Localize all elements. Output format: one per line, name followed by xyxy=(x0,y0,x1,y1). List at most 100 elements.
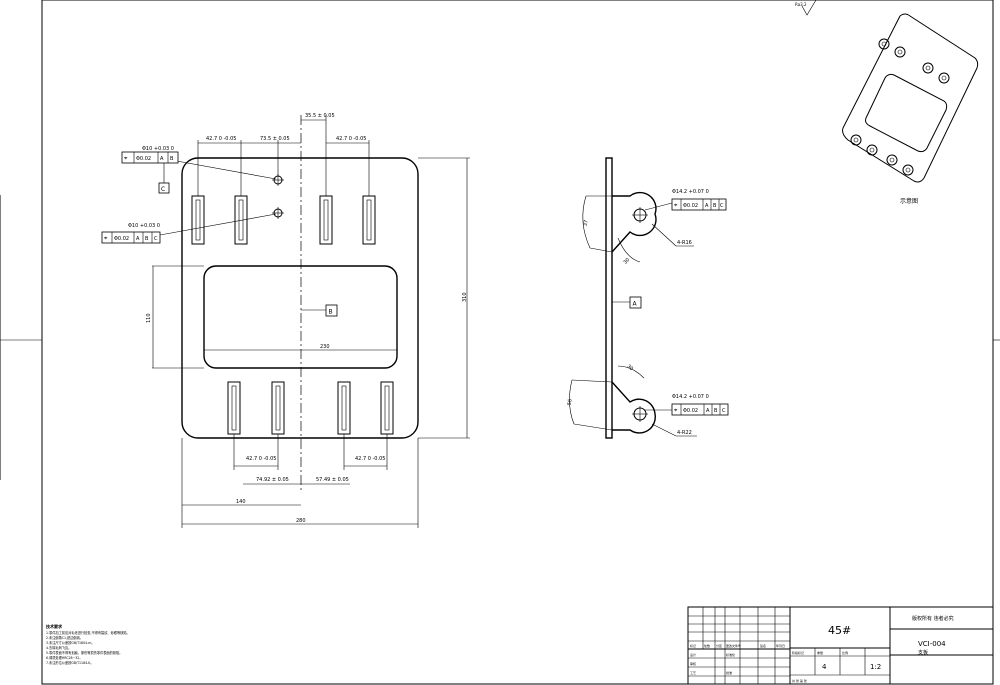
tech-note-7: 7.未注形位公差按GB/T1184-K。 xyxy=(46,660,94,665)
plate-outline xyxy=(181,157,419,439)
overall-width-dims: 140 280 xyxy=(181,438,419,528)
side-view: Φ14.2 +0.07 0 ⌖ Φ0.02 A B C 4-R16 Φ14.2 … xyxy=(567,157,729,439)
svg-text:B: B xyxy=(145,236,149,242)
side-top-callout: Φ14.2 +0.07 0 ⌖ Φ0.02 A B C 4-R16 xyxy=(644,189,727,247)
side-plate xyxy=(605,157,613,439)
center-window xyxy=(203,265,398,369)
tech-note-4: 4.去除毛刺飞边。 xyxy=(46,645,71,650)
svg-text:4-R22: 4-R22 xyxy=(677,430,692,436)
svg-text:处数: 处数 xyxy=(704,643,710,648)
svg-text:42.7 0 -0.05: 42.7 0 -0.05 xyxy=(336,136,366,142)
svg-text:Φ0.02: Φ0.02 xyxy=(683,203,698,209)
svg-text:C: C xyxy=(722,408,726,414)
svg-text:阶段标记: 阶段标记 xyxy=(792,650,804,655)
svg-text:140: 140 xyxy=(236,499,246,505)
svg-text:⌖: ⌖ xyxy=(674,407,678,414)
lower-hole-callout: Φ10 +0.03 0 ⌖ Φ0.02 A B C xyxy=(101,213,277,244)
revision-grid: 标记 处数 分区 更改文件号 签名 年月日 设计 审核 工艺 标准化 批准 xyxy=(688,607,790,684)
svg-text:A: A xyxy=(160,156,164,162)
bottom-dimensions: 42.7 0 -0.05 42.7 0 -0.05 74.92 ± 0.05 5… xyxy=(233,434,388,485)
svg-text:73.5 ± 0.05: 73.5 ± 0.05 xyxy=(260,136,290,142)
svg-text:重量: 重量 xyxy=(817,650,823,655)
drawing-number: VCI-004 xyxy=(918,640,946,648)
svg-text:42.7 0 -0.05: 42.7 0 -0.05 xyxy=(206,136,236,142)
svg-text:标准化: 标准化 xyxy=(726,652,735,657)
svg-text:42.7 0 -0.05: 42.7 0 -0.05 xyxy=(355,456,385,462)
tech-note-6: 6.调质处理HRC28~32。 xyxy=(46,655,82,660)
iso-caption: 示意图 xyxy=(900,197,918,205)
datum-b-marker: B xyxy=(301,304,338,317)
svg-text:110: 110 xyxy=(146,313,152,323)
top-dimensions: 42.7 0 -0.05 73.5 ± 0.05 35.5 ± 0.05 42.… xyxy=(197,113,370,196)
svg-text:A: A xyxy=(705,203,709,209)
top-slots xyxy=(191,195,376,245)
svg-text:共 张 第 张: 共 张 第 张 xyxy=(792,678,807,683)
window-width-dim: 230 xyxy=(204,344,397,351)
svg-text:A: A xyxy=(706,408,710,414)
svg-text:Φ10 +0.03 0: Φ10 +0.03 0 xyxy=(142,146,174,152)
svg-text:Ra3.2: Ra3.2 xyxy=(795,2,807,7)
svg-text:30: 30 xyxy=(622,257,631,266)
datum-c-box xyxy=(158,182,170,194)
scale: 1:2 xyxy=(870,663,881,671)
svg-text:⌖: ⌖ xyxy=(124,155,128,162)
bottom-lug xyxy=(611,381,656,434)
svg-text:工艺: 工艺 xyxy=(690,670,696,675)
svg-text:56: 56 xyxy=(567,399,574,406)
tech-note-3: 3.未注尺寸公差按GB/T1804-m。 xyxy=(46,640,95,645)
part-name: 支板 xyxy=(918,649,928,656)
iso-plate xyxy=(842,13,979,183)
svg-text:B: B xyxy=(713,203,717,209)
svg-text:标记: 标记 xyxy=(690,643,696,648)
svg-text:37: 37 xyxy=(583,220,590,227)
pin-holes xyxy=(272,174,284,219)
svg-text:30: 30 xyxy=(625,364,634,373)
svg-text:⌖: ⌖ xyxy=(104,235,108,242)
side-left-dims: 37 56 xyxy=(567,195,613,431)
svg-text:A: A xyxy=(633,301,638,308)
window-height-dim: 110 xyxy=(146,265,204,369)
svg-text:C: C xyxy=(720,203,724,209)
svg-text:280: 280 xyxy=(296,518,306,524)
svg-text:Φ10 +0.03 0: Φ10 +0.03 0 xyxy=(128,223,160,229)
svg-text:4-R16: 4-R16 xyxy=(677,240,692,246)
datum-a-marker: A xyxy=(612,296,642,309)
svg-text:设计: 设计 xyxy=(690,652,696,657)
tech-note-5: 5.零件表面不得有划痕、擦伤等损伤零件表面的缺陷。 xyxy=(46,650,122,655)
side-bottom-callout: Φ14.2 +0.07 0 ⌖ Φ0.02 A B C 4-R22 xyxy=(645,394,729,437)
svg-text:35.5 ± 0.05: 35.5 ± 0.05 xyxy=(305,113,335,119)
svg-text:⌖: ⌖ xyxy=(674,202,678,209)
quantity: 4 xyxy=(822,663,827,671)
svg-text:更改文件号: 更改文件号 xyxy=(726,643,741,648)
tech-notes: 技术要求 1.零件加工前应对毛坯进行检查,不得有裂纹、砂眼等缺陷。 2.未注倒角… xyxy=(46,623,130,665)
svg-text:230: 230 xyxy=(320,344,330,350)
svg-text:310: 310 xyxy=(462,292,468,302)
svg-text:分区: 分区 xyxy=(716,643,722,648)
iso-view: 示意图 xyxy=(842,13,979,205)
title-block: 标记 处数 分区 更改文件号 签名 年月日 设计 审核 工艺 标准化 批准 45… xyxy=(687,606,994,685)
svg-text:Φ14.2 +0.07 0: Φ14.2 +0.07 0 xyxy=(672,394,709,400)
tech-note-2: 2.未注倒角C1,锐边倒钝。 xyxy=(46,635,83,640)
sheet-border xyxy=(41,0,994,685)
bottom-slots xyxy=(227,381,394,435)
svg-text:审核: 审核 xyxy=(690,661,696,666)
svg-text:42.7 0 -0.05: 42.7 0 -0.05 xyxy=(246,456,276,462)
overall-height-dim: 310 xyxy=(418,157,470,439)
svg-text:57.49 ± 0.05: 57.49 ± 0.05 xyxy=(316,477,349,483)
svg-text:Φ14.2 +0.07 0: Φ14.2 +0.07 0 xyxy=(672,189,709,195)
tech-notes-heading: 技术要求 xyxy=(46,623,63,629)
svg-text:比例: 比例 xyxy=(842,650,848,655)
svg-text:批准: 批准 xyxy=(726,670,732,675)
svg-text:Φ0.02: Φ0.02 xyxy=(136,156,151,162)
surface-roughness-mark: Ra3.2 xyxy=(795,0,817,16)
svg-text:C: C xyxy=(154,236,158,242)
svg-text:Φ0.02: Φ0.02 xyxy=(683,408,698,414)
svg-text:年月日: 年月日 xyxy=(776,643,785,648)
svg-text:B: B xyxy=(170,156,174,162)
upper-hole-callout: Φ10 +0.03 0 ⌖ Φ0.02 A B C xyxy=(121,146,277,194)
iso-lugs xyxy=(850,38,950,176)
svg-text:Φ0.02: Φ0.02 xyxy=(114,236,129,242)
svg-text:74.92 ± 0.05: 74.92 ± 0.05 xyxy=(256,477,289,483)
svg-text:签名: 签名 xyxy=(760,643,766,648)
